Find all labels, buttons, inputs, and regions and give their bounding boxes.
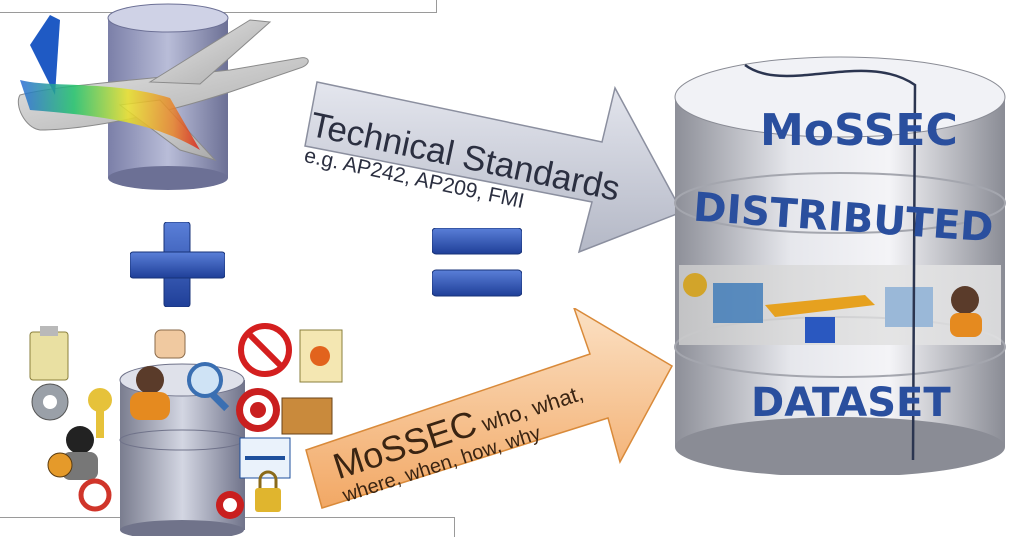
cube-icon — [805, 317, 835, 343]
network-icon — [713, 283, 763, 323]
chart-icon — [885, 287, 933, 327]
mossec-questions-arrow: MoSSEC who, what, where, when, how, why — [300, 308, 680, 516]
equals-sign-icon — [432, 228, 522, 297]
arrow-shape — [304, 81, 682, 254]
db-top-label: MoSSEC — [760, 105, 958, 156]
prohibited-icon — [238, 323, 292, 377]
gear-icon — [31, 383, 69, 421]
plus-sign-icon — [130, 222, 225, 307]
recycle-icon — [78, 478, 112, 512]
process-database-illustration — [29, 323, 343, 536]
magnifier-icon — [187, 362, 230, 412]
certificate-icon — [299, 329, 343, 383]
db-bottom-label: DATASET — [751, 380, 951, 426]
thumbs-up-icon — [154, 329, 186, 359]
target-icon — [236, 388, 280, 432]
crate-icon — [281, 397, 333, 435]
lock-icon — [255, 470, 281, 512]
clipboard-icon — [29, 326, 69, 381]
user-icon — [950, 286, 982, 337]
aircraft-icon — [17, 15, 309, 161]
aircraft-database-illustration — [17, 3, 309, 190]
user-icon — [130, 366, 170, 420]
key-icon — [88, 388, 112, 438]
user-icon — [683, 273, 707, 297]
aircraft-icon — [765, 295, 875, 317]
distributed-dataset-database: MoSSEC DISTRIBUTED DATASET — [665, 55, 1013, 475]
graduate-user-icon — [62, 426, 98, 480]
cable-line — [744, 63, 917, 461]
target-icon — [216, 491, 244, 519]
gear-icon — [47, 452, 73, 478]
arrow-shape — [305, 308, 674, 509]
technical-standards-arrow: Technical Standards e.g. AP242, AP209, F… — [297, 72, 682, 272]
